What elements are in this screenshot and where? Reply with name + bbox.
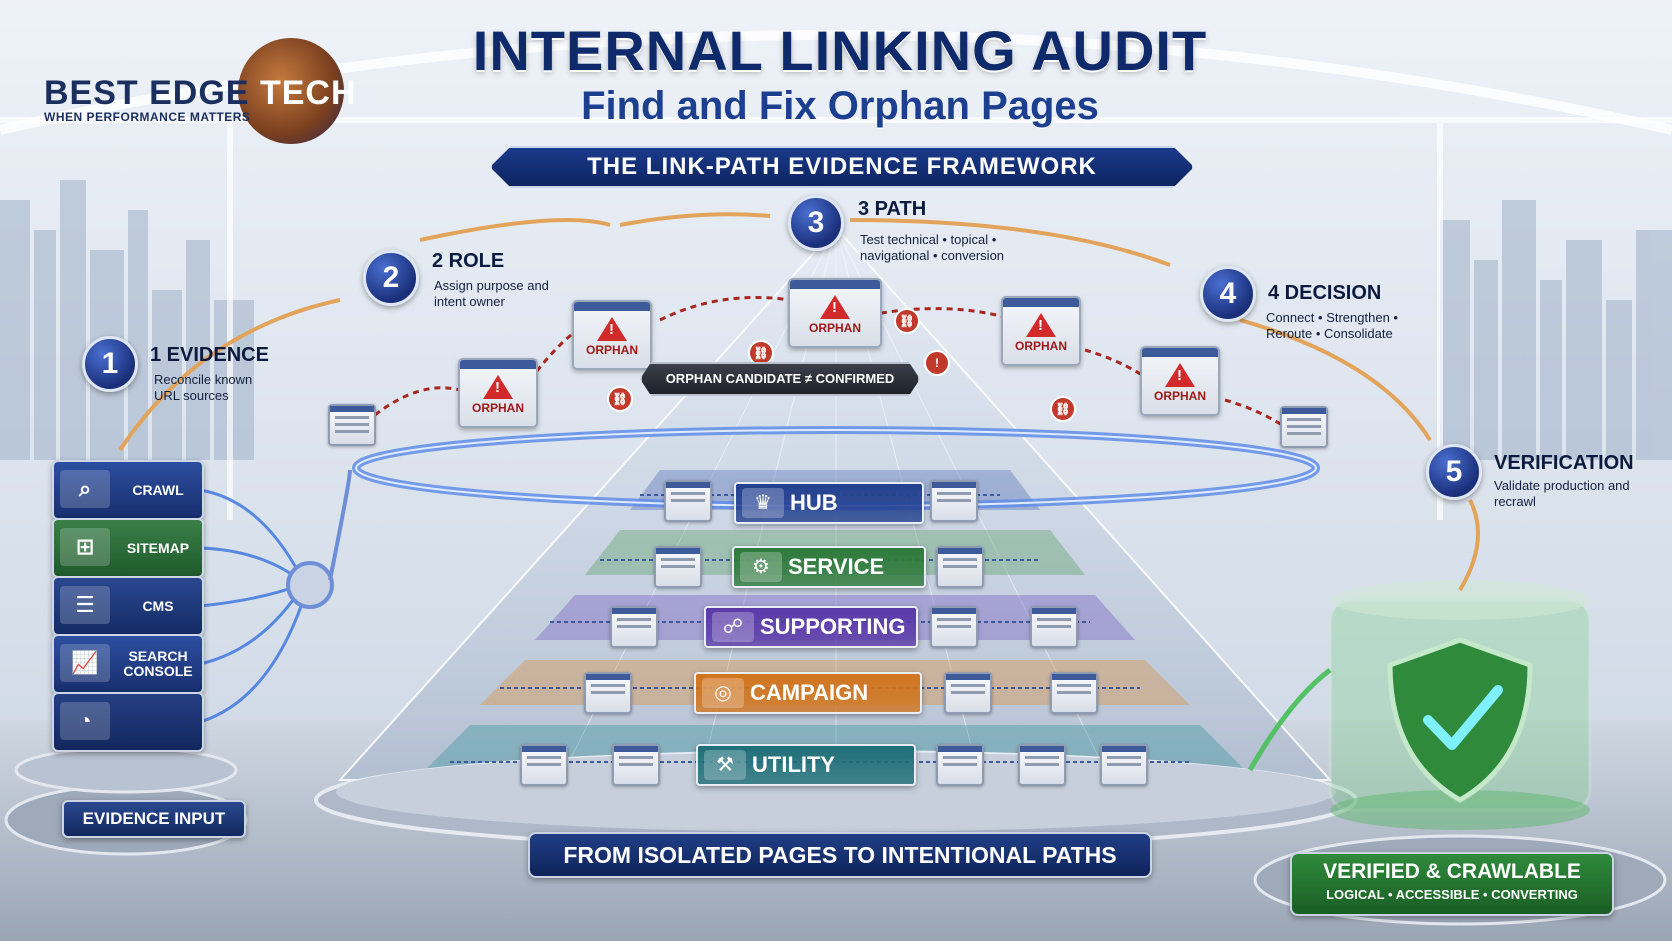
page-title: INTERNAL LINKING AUDIT [472, 19, 1208, 82]
orphan-page-card: ORPHAN [788, 278, 882, 348]
orphan-page-card: ORPHAN [1001, 296, 1081, 366]
orphan-label: ORPHAN [1153, 389, 1206, 403]
footer-banner: FROM ISOLATED PAGES TO INTENTIONAL PATHS [528, 832, 1152, 878]
network-icon: ☍ [712, 612, 754, 642]
evidence-source-label: SITEMAP [126, 539, 190, 556]
broken-link-icon: ⛓ [1050, 396, 1076, 422]
step-4-desc: Connect • Strengthen • Reroute • Consoli… [1266, 310, 1398, 341]
orphan-label: ORPHAN [1014, 339, 1067, 353]
verified-subtitle: LOGICAL • ACCESSIBLE • CONVERTING [1326, 887, 1578, 902]
step-4-badge: 4 [1200, 266, 1256, 322]
step-1-title: 1 EVIDENCE [150, 344, 269, 366]
step-4-title: 4 DECISION [1268, 282, 1382, 304]
warning-icon [483, 375, 513, 399]
broken-link-icon: ⛓ [894, 308, 920, 334]
orphan-page-card: ORPHAN [572, 300, 652, 370]
verified-plaque: VERIFIED & CRAWLABLE LOGICAL • ACCESSIBL… [1290, 852, 1614, 916]
page-icon [1050, 672, 1098, 714]
page-icon [944, 672, 992, 714]
warning-icon [1026, 313, 1056, 337]
tier-hub: ♛HUB [734, 482, 924, 524]
step-3-badge: 3 [788, 195, 844, 251]
warning-icon: ! [924, 350, 950, 376]
tier-label: SERVICE [788, 554, 885, 579]
orphan-page-card: ORPHAN [458, 358, 538, 428]
page-icon [584, 672, 632, 714]
magnifier-icon: ⌕ [60, 470, 110, 508]
evidence-source-crawl: ⌕ CRAWL [52, 460, 204, 520]
logo-tagline: WHEN PERFORMANCE MATTERS [44, 110, 251, 124]
evidence-source-analytics: ◔ [52, 692, 204, 752]
logo-part1: BEST EDGE [44, 74, 260, 112]
page-icon [664, 480, 712, 522]
step-3-desc: Test technical • topical • navigational … [860, 232, 1005, 263]
orphan-label: ORPHAN [808, 321, 861, 335]
page-icon [936, 546, 984, 588]
page-subtitle: Find and Fix Orphan Pages [581, 84, 1099, 128]
orphan-label: ORPHAN [471, 401, 524, 415]
analytics-icon: 📈 [60, 644, 110, 682]
evidence-source-label [118, 694, 198, 750]
evidence-source-label: SEARCH CONSOLE [123, 648, 193, 679]
step-5-title: VERIFICATION [1494, 452, 1634, 474]
logo-emblem [238, 38, 344, 144]
sitemap-icon: ⊞ [60, 528, 110, 566]
page-icon [930, 480, 978, 522]
tier-service: ⚙SERVICE [732, 546, 926, 588]
page-icon [610, 606, 658, 648]
tier-supporting: ☍SUPPORTING [704, 606, 918, 648]
orphan-label: ORPHAN [585, 343, 638, 357]
verified-title: VERIFIED & CRAWLABLE [1323, 860, 1581, 883]
logo-wordmark: BEST EDGE TECH [44, 74, 357, 113]
page-icon [1030, 606, 1078, 648]
page-icon [1100, 744, 1148, 786]
tier-label: UTILITY [752, 752, 836, 777]
tier-label: SUPPORTING [760, 614, 906, 639]
crown-icon: ♛ [742, 488, 784, 518]
chart-icon: ◔ [60, 702, 110, 740]
evidence-source-search-console: 📈 SEARCH CONSOLE [52, 634, 204, 694]
page-icon [1018, 744, 1066, 786]
broken-link-icon: ⛓ [748, 340, 774, 366]
evidence-input-label: EVIDENCE INPUT [62, 800, 246, 838]
server-icon: ☰ [60, 586, 110, 624]
page-icon [612, 744, 660, 786]
tier-label: CAMPAIGN [750, 680, 869, 705]
evidence-source-cms: ☰ CMS [52, 576, 204, 636]
step-1-badge: 1 [82, 336, 138, 392]
step-2-desc: Assign purpose and intent owner [434, 278, 549, 309]
page-icon [328, 404, 376, 446]
orphan-page-card: ORPHAN [1140, 346, 1220, 416]
tier-campaign: ◎CAMPAIGN [694, 672, 922, 714]
page-icon [520, 744, 568, 786]
warning-icon [597, 317, 627, 341]
page-icon [1280, 406, 1328, 448]
step-5-badge: 5 [1426, 444, 1482, 500]
page-icon [936, 744, 984, 786]
target-icon: ◎ [702, 678, 744, 708]
warning-icon [1165, 363, 1195, 387]
page-icon [654, 546, 702, 588]
tier-utility: ⚒UTILITY [696, 744, 916, 786]
step-1-desc: Reconcile known URL sources [154, 372, 253, 403]
step-5-desc: Validate production and recrawl [1494, 478, 1630, 509]
step-2-title: 2 ROLE [432, 250, 505, 272]
gear-icon: ⚙ [740, 552, 782, 582]
evidence-source-label: CMS [142, 597, 174, 614]
step-3-title: 3 PATH [858, 198, 927, 220]
evidence-source-label: CRAWL [132, 481, 184, 498]
tools-icon: ⚒ [704, 750, 746, 780]
broken-link-icon: ⛓ [607, 386, 633, 412]
warning-icon [820, 295, 850, 319]
orphan-candidate-label: ORPHAN CANDIDATE ≠ CONFIRMED ORPHAN [640, 362, 920, 396]
evidence-source-sitemap: ⊞ SITEMAP [52, 518, 204, 578]
page-icon [930, 606, 978, 648]
tier-label: HUB [790, 490, 838, 515]
logo-part2: TECH [259, 74, 357, 112]
framework-banner: THE LINK-PATH EVIDENCE FRAMEWORK [490, 146, 1194, 188]
step-2-badge: 2 [363, 250, 419, 306]
